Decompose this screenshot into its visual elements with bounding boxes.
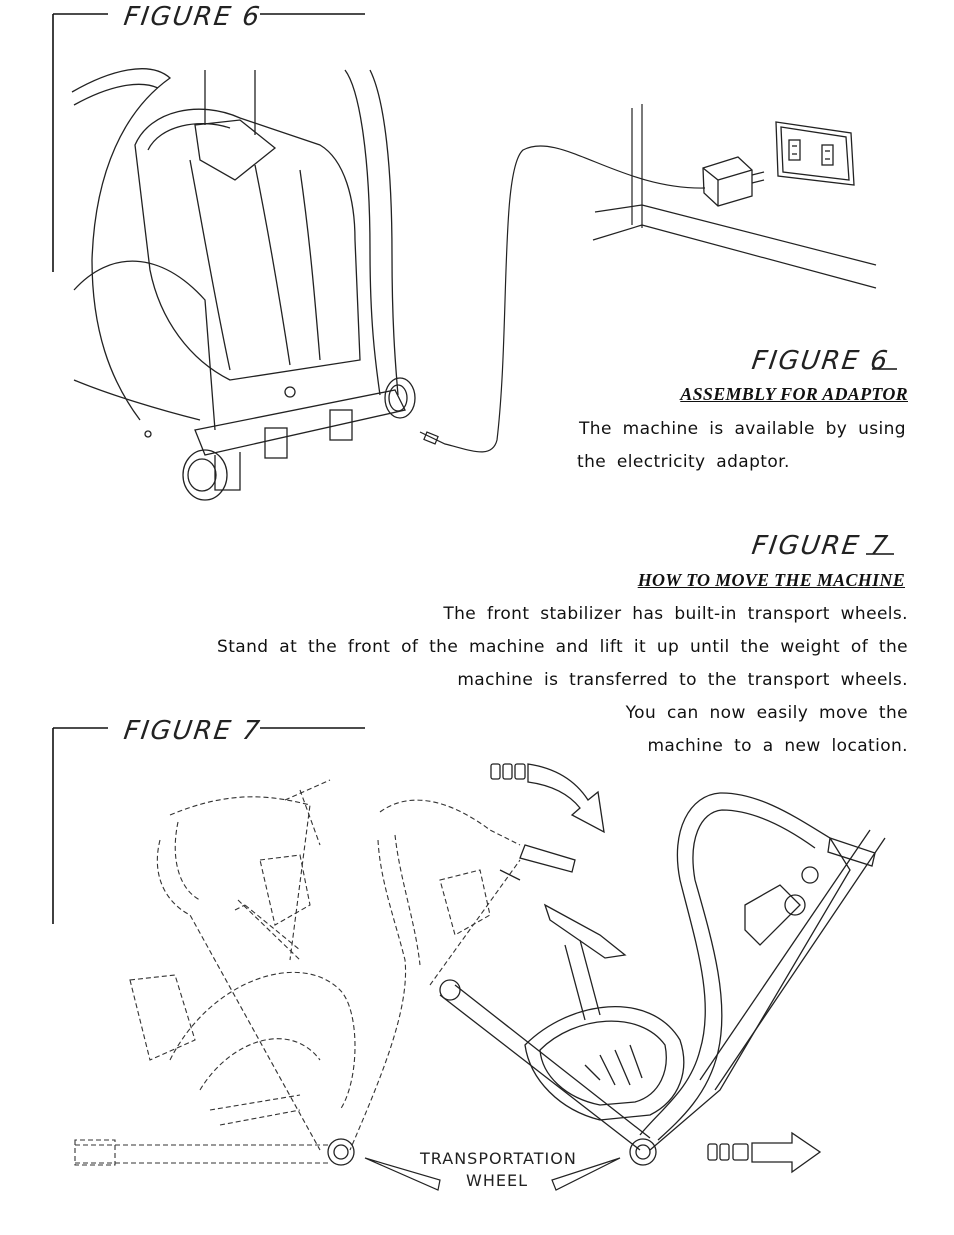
figure6-body-line: the electricity adaptor.: [577, 452, 790, 472]
figure7-body-line: Stand at the front of the machine and li…: [217, 637, 908, 657]
figure6-caption-label: FIGURE 6: [749, 346, 892, 376]
wall-outlet-icon: [775, 121, 855, 186]
figure7-frame-label: FIGURE 7: [121, 716, 264, 746]
figure6-frame-label: FIGURE 6: [121, 2, 264, 32]
upright-machine-illustration: [439, 792, 886, 1166]
figure6-heading: ASSEMBLY FOR ADAPTOR: [680, 384, 908, 404]
transport-wheel-callout-pointers: [364, 1157, 621, 1191]
tilt-arrow-icon: [490, 763, 605, 834]
figure7-body: The front stabilizer has built-in transp…: [217, 598, 908, 763]
adaptor-plug-icon: [702, 156, 765, 207]
figure7-heading: HOW TO MOVE THE MACHINE: [637, 570, 905, 590]
figure7-body-line: machine is transferred to the transport …: [457, 670, 908, 690]
figure7-frame: [52, 727, 365, 924]
adaptor-cord: [419, 145, 706, 453]
figure6-body-line: The machine is available by using: [579, 419, 906, 439]
tilted-machine-ghost-illustration: [74, 779, 521, 1166]
callout-line: TRANSPORTATION: [420, 1149, 577, 1168]
figure6-frame: [52, 13, 365, 272]
move-right-arrow-icon: [707, 1131, 822, 1174]
transport-wheel-callout: TRANSPORTATION WHEEL: [420, 1148, 577, 1192]
figure6-body: The machine is available by using the el…: [577, 413, 906, 479]
wall-corner: [592, 104, 877, 289]
figure7-body-line: You can now easily move the: [625, 703, 908, 723]
ghost-transport-wheel-icon: [327, 1138, 355, 1166]
adaptor-machine-illustration: [71, 68, 416, 501]
figure7-body-line: The front stabilizer has built-in transp…: [443, 604, 908, 624]
callout-line: WHEEL: [466, 1171, 528, 1190]
figure7-body-line: machine to a new location.: [647, 736, 908, 756]
figure7-caption-label: FIGURE 7: [749, 531, 892, 561]
